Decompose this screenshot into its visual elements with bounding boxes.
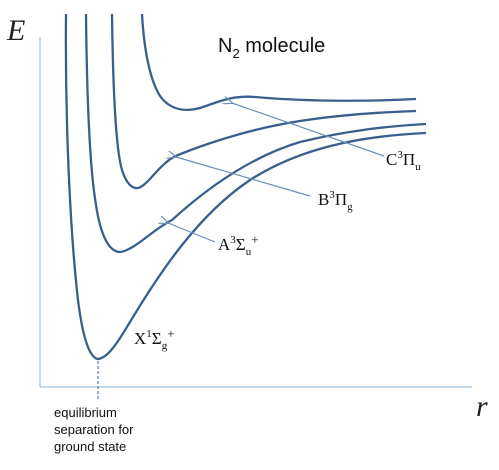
curve-C bbox=[140, 13, 417, 111]
label-C: C3Πu bbox=[386, 149, 421, 173]
diagram-title: N2 molecule bbox=[218, 35, 325, 61]
annotation-line-2: separation for bbox=[54, 422, 134, 437]
label-B: B3Πg bbox=[318, 189, 353, 213]
curve-B bbox=[110, 13, 417, 190]
label-X: X1Σg+ bbox=[134, 326, 175, 352]
x-axis-label: r bbox=[476, 390, 488, 423]
arrow-A-label bbox=[168, 223, 216, 243]
arrow-C-label bbox=[232, 103, 385, 157]
y-axis-label: E bbox=[6, 14, 25, 47]
annotation-line-3: ground state bbox=[54, 439, 126, 454]
annotation-line-1: equilibrium bbox=[54, 405, 117, 420]
curve-X-ground-state bbox=[64, 13, 427, 361]
arrow-B-label bbox=[176, 157, 311, 197]
label-A: A3Σu+ bbox=[218, 232, 259, 258]
